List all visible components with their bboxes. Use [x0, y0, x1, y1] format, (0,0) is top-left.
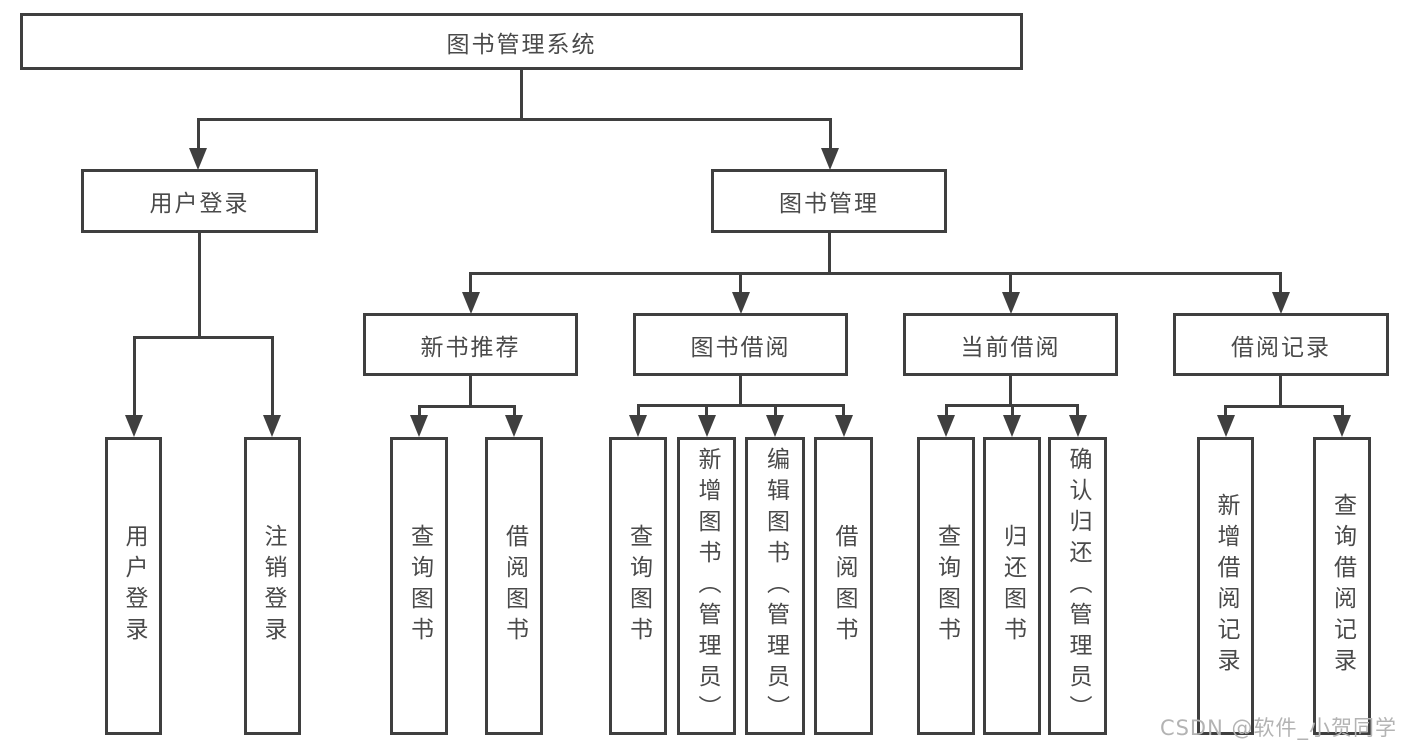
node-current-borrowing-label: 当前借阅 — [960, 334, 1061, 361]
connector-vline — [1279, 376, 1282, 405]
leaf-current-confirm-return-admin-label: 确认归还（管理员） — [1065, 446, 1091, 726]
connector-hline — [469, 272, 1282, 275]
connector-vline — [828, 233, 831, 272]
leaf-borrowing-borrow-books-label: 借阅图书 — [831, 524, 857, 648]
connector-vline — [469, 272, 472, 294]
connector-vline — [1340, 405, 1344, 416]
arrowhead-down-icon — [410, 415, 428, 437]
node-current-borrowing: 当前借阅 — [903, 313, 1118, 376]
connector-vline — [132, 336, 136, 416]
connector-vline — [1009, 376, 1012, 404]
leaf-borrowing-edit-books-admin: 编辑图书（管理员） — [745, 437, 805, 735]
leaf-borrowing-borrow-books: 借阅图书 — [814, 437, 873, 735]
node-borrow-records: 借阅记录 — [1173, 313, 1389, 376]
connector-vline — [198, 233, 201, 336]
connector-vline — [196, 118, 200, 150]
connector-vline — [519, 70, 523, 118]
node-new-book-recommend: 新书推荐 — [363, 313, 578, 376]
connector-vline — [739, 376, 742, 404]
connector-vline — [270, 336, 274, 416]
arrowhead-down-icon — [1333, 415, 1351, 437]
connector-vline — [1076, 404, 1079, 416]
leaf-borrowing-query-books: 查询图书 — [609, 437, 667, 735]
arrowhead-down-icon — [731, 292, 750, 314]
connector-vline — [1009, 272, 1012, 294]
arrowhead-down-icon — [461, 292, 480, 314]
leaf-borrowing-add-books-admin: 新增图书（管理员） — [677, 437, 736, 735]
arrowhead-down-icon — [1068, 415, 1087, 437]
leaf-current-return-books: 归还图书 — [983, 437, 1041, 735]
connector-hline — [196, 118, 832, 121]
node-root: 图书管理系统 — [20, 13, 1023, 70]
connector-vline — [773, 404, 777, 416]
leaf-records-query-record: 查询借阅记录 — [1313, 437, 1371, 735]
connector-vline — [705, 404, 708, 416]
node-new-book-recommend-label: 新书推荐 — [420, 334, 521, 361]
connector-hline — [636, 404, 845, 407]
connector-vline — [469, 376, 472, 405]
node-book-borrowing-label: 图书借阅 — [690, 334, 791, 361]
arrowhead-down-icon — [697, 415, 716, 437]
leaf-borrowing-add-books-admin-label: 新增图书（管理员） — [694, 446, 720, 726]
connector-vline — [828, 118, 832, 150]
connector-hline — [417, 405, 516, 408]
leaf-user-login-label: 用户登录 — [121, 524, 147, 648]
leaf-borrowing-edit-books-admin-label: 编辑图书（管理员） — [762, 446, 789, 726]
node-book-borrowing: 图书借阅 — [633, 313, 848, 376]
leaf-records-query-record-label: 查询借阅记录 — [1329, 493, 1356, 679]
connector-hline — [1224, 405, 1344, 408]
connector-vline — [1010, 404, 1014, 416]
arrowhead-down-icon — [1003, 415, 1021, 437]
leaf-logout-login: 注销登录 — [244, 437, 301, 735]
leaf-current-return-books-label: 归还图书 — [999, 524, 1026, 648]
connector-hline — [132, 336, 274, 339]
node-root-label: 图书管理系统 — [446, 31, 597, 58]
connector-vline — [739, 272, 742, 294]
arrowhead-down-icon — [189, 148, 207, 170]
arrowhead-down-icon — [1216, 415, 1235, 437]
leaf-current-confirm-return-admin: 确认归还（管理员） — [1048, 437, 1107, 735]
arrowhead-down-icon — [821, 148, 839, 170]
connector-vline — [1224, 405, 1227, 416]
arrowhead-down-icon — [505, 415, 523, 437]
arrowhead-down-icon — [1001, 292, 1020, 314]
leaf-newbook-borrow-books-label: 借阅图书 — [501, 524, 528, 648]
node-book-management: 图书管理 — [711, 169, 947, 233]
leaf-current-query-books: 查询图书 — [917, 437, 975, 735]
arrowhead-down-icon — [1271, 292, 1290, 314]
arrowhead-down-icon — [125, 415, 143, 437]
arrowhead-down-icon — [263, 415, 281, 437]
node-user-login-label: 用户登录 — [149, 191, 250, 217]
connector-vline — [944, 404, 948, 416]
leaf-current-query-books-label: 查询图书 — [933, 524, 960, 648]
connector-vline — [636, 404, 640, 416]
arrowhead-down-icon — [937, 415, 955, 437]
node-borrow-records-label: 借阅记录 — [1231, 334, 1331, 361]
connector-vline — [842, 404, 845, 416]
arrowhead-down-icon — [766, 415, 784, 437]
leaf-newbook-query-books: 查询图书 — [390, 437, 448, 735]
connector-vline — [512, 405, 516, 416]
csdn-watermark: CSDN @软件_小贺同学 — [1159, 716, 1397, 740]
arrowhead-down-icon — [834, 415, 853, 437]
leaf-records-add-record-label: 新增借阅记录 — [1213, 493, 1239, 679]
arrowhead-down-icon — [629, 415, 647, 437]
connector-vline — [417, 405, 421, 416]
connector-vline — [1279, 272, 1282, 294]
leaf-newbook-borrow-books: 借阅图书 — [485, 437, 543, 735]
leaf-borrowing-query-books-label: 查询图书 — [625, 524, 652, 648]
node-user-login: 用户登录 — [81, 169, 318, 233]
leaf-records-add-record: 新增借阅记录 — [1197, 437, 1254, 735]
leaf-logout-login-label: 注销登录 — [260, 524, 286, 648]
leaf-user-login: 用户登录 — [105, 437, 162, 735]
leaf-newbook-query-books-label: 查询图书 — [406, 524, 433, 648]
node-book-management-label: 图书管理 — [779, 191, 879, 217]
